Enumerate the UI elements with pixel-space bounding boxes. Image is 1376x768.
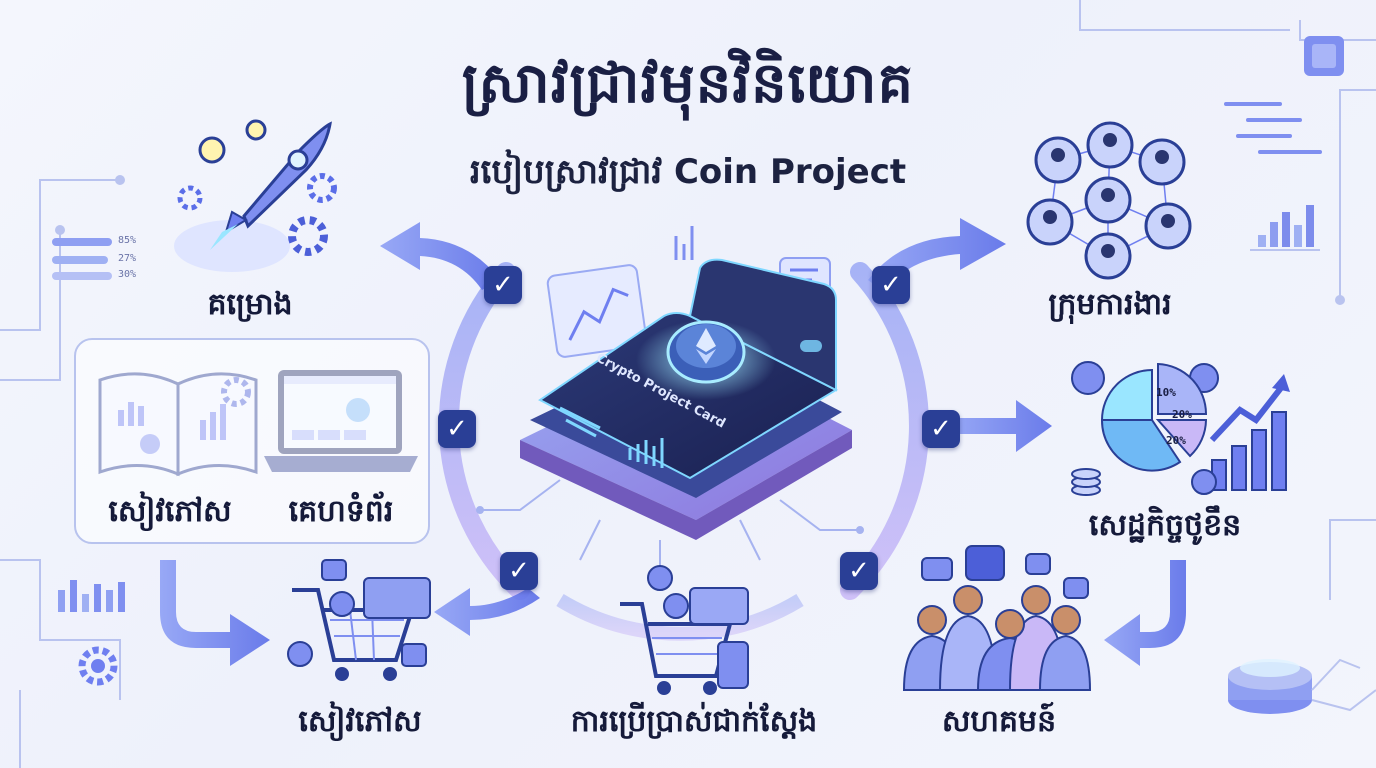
- analytics-panel-icon: [546, 264, 648, 358]
- checkmark-icon: ✓: [840, 552, 878, 590]
- circuit-lines-right: [1079, 0, 1376, 600]
- checkmark-icon: ✓: [484, 266, 522, 304]
- shopping-cart-illustration-left: [287, 559, 431, 681]
- node-label-community: សហគមន៍: [941, 704, 1057, 739]
- stat-value-2: 27%: [118, 253, 137, 264]
- node-label-real-use: ការប្រើប្រាស់ជាក់ស្តែង: [570, 704, 818, 739]
- checkmark-icon: ✓: [922, 410, 960, 448]
- flow-arrows: [160, 218, 1186, 666]
- node-label-website: គេហទំព័រ: [288, 494, 394, 529]
- pie-label-2: 20%: [1172, 408, 1192, 421]
- checkmark-icon: ✓: [872, 266, 910, 304]
- node-label-whitepaper: សៀវភៅស: [108, 494, 232, 529]
- whitepaper-website-group: [74, 338, 430, 544]
- pie-label-1: 10%: [1156, 386, 1176, 399]
- stat-value-1: 85%: [118, 235, 137, 246]
- team-network-illustration: [1026, 121, 1192, 280]
- checkmark-icon: ✓: [500, 552, 538, 590]
- platform-pedestal-right: [1228, 658, 1376, 714]
- node-label-bottom-left: សៀវភៅស: [298, 704, 422, 739]
- shopping-cart-illustration-center: [620, 565, 749, 695]
- dash-lines-right: [1224, 102, 1322, 154]
- tokenomics-illustration: [1071, 361, 1290, 496]
- page-title: ស្រាវជ្រាវមុនវិនិយោគ: [461, 51, 915, 116]
- stat-bars-left: [52, 238, 112, 280]
- page-subtitle: របៀបស្រាវជ្រាវ Coin Project: [469, 152, 907, 192]
- checkmark-icon: ✓: [438, 410, 476, 448]
- mini-bar-chart-left: [58, 580, 125, 612]
- center-circuit-traces: [476, 479, 864, 580]
- mini-bar-chart-right: [1250, 205, 1320, 251]
- node-label-project: គម្រោង: [207, 287, 293, 322]
- rocket-illustration: [174, 119, 337, 272]
- node-label-tokenomics: សេដ្ឋកិច្ចថូខឹន: [1088, 508, 1242, 543]
- gear-icon-left: [78, 646, 118, 686]
- bars-above-card: [674, 226, 694, 260]
- stat-value-3: 30%: [118, 269, 137, 280]
- node-label-team: ក្រុមការងារ: [1048, 287, 1172, 322]
- community-illustration: [902, 545, 1092, 691]
- crypto-project-card-graphic: [520, 258, 852, 540]
- pie-label-3: 20%: [1166, 434, 1186, 447]
